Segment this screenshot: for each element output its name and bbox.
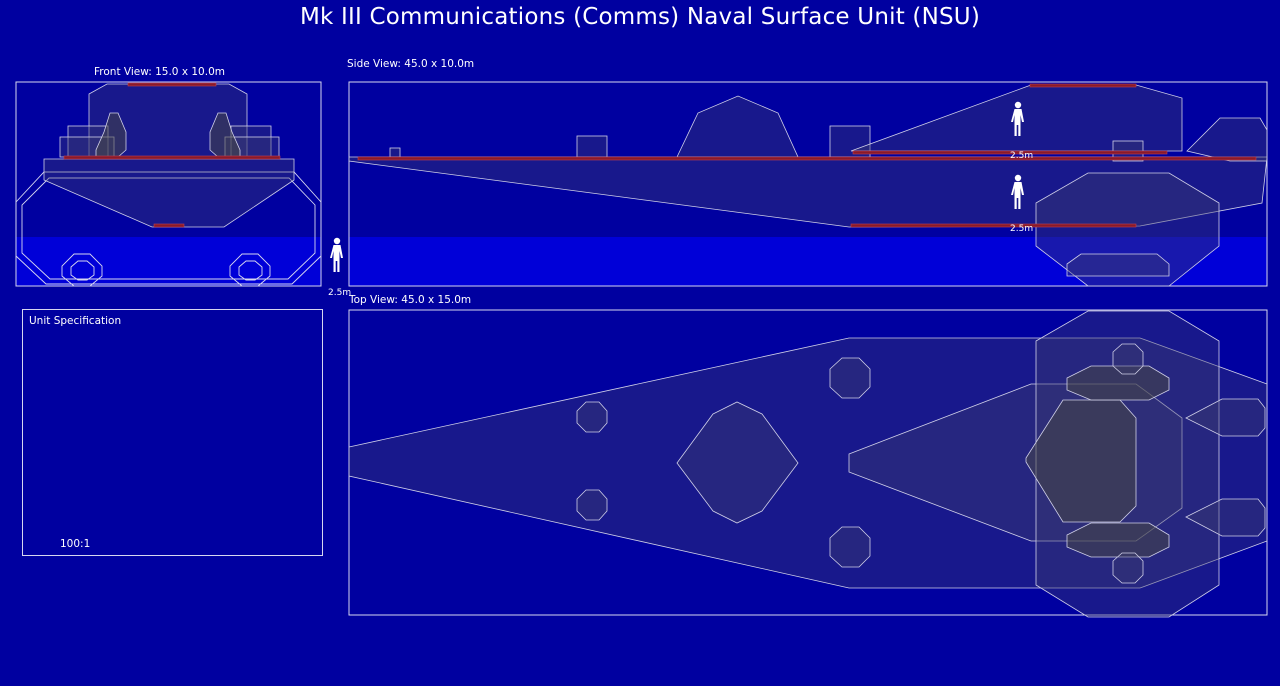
top-turret-4	[829, 526, 871, 568]
page-title: Mk III Communications (Comms) Naval Surf…	[299, 4, 981, 30]
scale-figure-front-label: 2.5m	[328, 288, 351, 298]
side-red-bar-keel	[850, 223, 1137, 228]
top-lateral-block-lower	[1066, 522, 1170, 558]
front-wheel-right	[229, 253, 271, 287]
side-view-label: Side View: 45.0 x 10.0m	[347, 58, 475, 70]
side-view-frame	[348, 81, 1268, 287]
scale-ratio: 100:1	[60, 538, 91, 550]
side-deck-box-1	[389, 147, 401, 158]
side-red-bar-upper-deck	[852, 150, 1168, 155]
top-small-pod-upper	[1112, 343, 1144, 375]
side-red-bar-top	[1029, 83, 1137, 88]
front-red-bar-keel	[153, 223, 185, 228]
front-hull-inner-outline	[21, 177, 316, 280]
scale-figure-side-upper: 2.5m	[1010, 101, 1033, 161]
side-view	[348, 81, 1268, 287]
side-dome	[676, 95, 799, 158]
top-central-module	[1025, 399, 1137, 523]
scale-figure-front: 2.5m	[328, 237, 351, 298]
side-lower-pod	[1035, 172, 1220, 287]
side-red-bar-deck	[357, 156, 1257, 161]
scale-figure-side-upper-label: 2.5m	[1010, 151, 1033, 161]
front-wheel-left	[61, 253, 103, 287]
side-aft-fin	[1186, 117, 1268, 162]
side-deck-box-2	[576, 135, 608, 158]
front-view	[15, 81, 322, 287]
front-wheel-left-inner	[70, 260, 95, 281]
spec-title: Unit Specification	[29, 315, 122, 327]
front-red-bar-top	[127, 82, 217, 87]
front-red-bar-deck	[63, 155, 281, 160]
unit-specification-panel: Unit Specification 100:1	[22, 309, 323, 556]
top-aft-fin-lower	[1185, 498, 1266, 537]
top-dome	[676, 401, 799, 524]
top-turret-2	[576, 489, 608, 521]
front-hull-outline	[15, 171, 322, 285]
front-wheel-right-inner	[238, 260, 263, 281]
front-hull-body	[43, 158, 295, 228]
top-turret-3	[829, 357, 871, 399]
top-view	[348, 309, 1268, 618]
top-turret-1	[576, 401, 608, 433]
side-water	[349, 237, 1267, 286]
scale-figure-side-lower: 2.5m	[1010, 174, 1033, 234]
front-view-frame	[15, 81, 322, 287]
top-aft-fin-upper	[1185, 398, 1266, 437]
scale-figure-side-lower-label: 2.5m	[1010, 224, 1033, 234]
side-lower-pod-foot	[1066, 253, 1170, 277]
top-view-label: Top View: 45.0 x 15.0m	[349, 294, 472, 306]
top-small-pod-lower	[1112, 552, 1144, 584]
top-lateral-block-upper	[1066, 365, 1170, 401]
top-hull	[348, 337, 1268, 589]
front-view-label: Front View: 15.0 x 10.0m	[94, 66, 225, 78]
